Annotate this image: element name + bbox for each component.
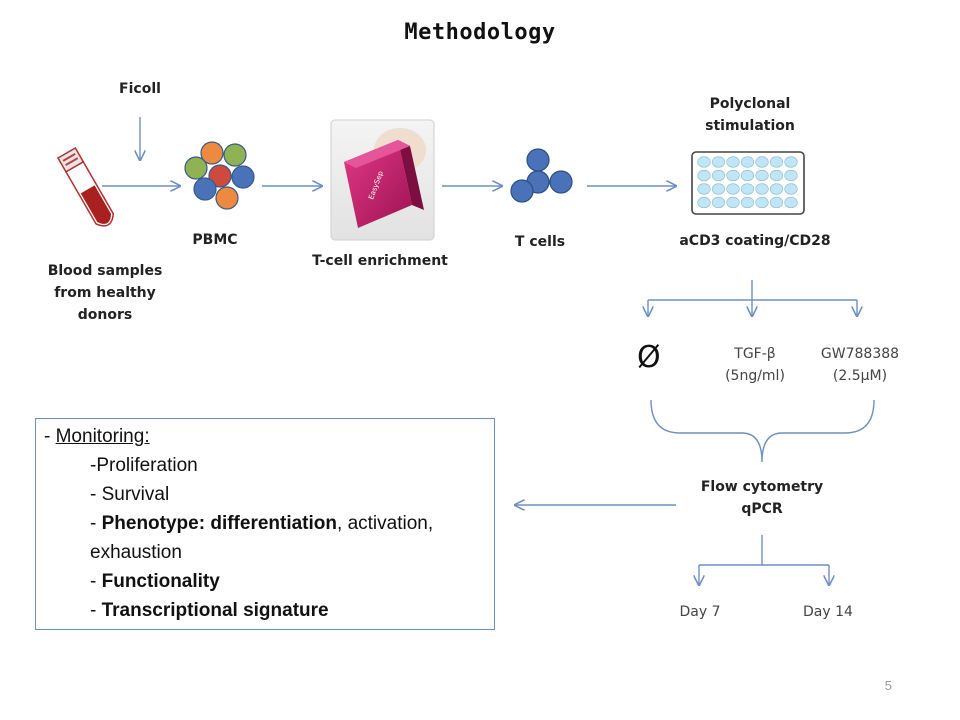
ficoll-label: Ficoll bbox=[119, 81, 161, 97]
item-proliferation: -Proliferation bbox=[90, 455, 198, 476]
plate-well bbox=[755, 183, 769, 195]
transcriptional-prefix: - bbox=[90, 600, 102, 621]
plate-well bbox=[726, 196, 740, 209]
plate-well bbox=[711, 156, 726, 168]
item-phenotype: - Phenotype: differentiation, activation… bbox=[90, 510, 433, 539]
tgf-line-1: TGF-β bbox=[734, 346, 776, 362]
blood-tube-icon bbox=[56, 146, 115, 227]
flow-cytometry-label: Flow cytometry qPCR bbox=[680, 476, 844, 520]
tgf-line-2: (5ng/ml) bbox=[725, 368, 785, 384]
plate-well bbox=[697, 196, 711, 209]
monitoring-heading: Monitoring: bbox=[55, 426, 150, 447]
plate-well bbox=[726, 169, 740, 182]
monitoring-heading-row: - Monitoring: bbox=[44, 423, 150, 452]
blood-samples-label: Blood samples from healthy donors bbox=[30, 260, 180, 326]
plate-well bbox=[697, 156, 711, 168]
plate-well bbox=[697, 169, 711, 182]
plate-well bbox=[784, 183, 798, 195]
plate-well bbox=[769, 196, 784, 209]
plate-well bbox=[740, 196, 755, 209]
monitoring-box: - Monitoring: -Proliferation - Survival … bbox=[35, 418, 495, 630]
plate-well bbox=[755, 156, 769, 168]
blood-label-line-3: donors bbox=[77, 307, 133, 323]
blood-label-line-1: Blood samples bbox=[47, 263, 163, 279]
gw-line-2: (2.5µM) bbox=[832, 368, 888, 384]
functionality-bold: Functionality bbox=[101, 571, 220, 592]
polyclonal-stimulation-label: Polyclonal stimulation bbox=[670, 93, 830, 137]
item-phenotype-cont: exhaustion bbox=[90, 542, 182, 563]
phenotype-prefix: - bbox=[90, 513, 102, 534]
tcells-icon bbox=[510, 148, 573, 203]
plate-well bbox=[784, 196, 798, 209]
day14-label: Day 14 bbox=[803, 604, 853, 620]
plate-well bbox=[697, 183, 711, 195]
item-functionality: - Functionality bbox=[90, 568, 220, 597]
tcell-enrichment-label: T-cell enrichment bbox=[312, 253, 448, 269]
polyclonal-line-1: Polyclonal bbox=[709, 96, 791, 112]
plate-well bbox=[726, 183, 740, 195]
page-number: 5 bbox=[884, 678, 892, 693]
day-branch bbox=[699, 535, 829, 585]
plate-well bbox=[726, 156, 740, 168]
gw-label: GW788388 (2.5µM) bbox=[805, 343, 915, 387]
flow-line-1: Flow cytometry bbox=[700, 479, 824, 495]
polyclonal-line-2: stimulation bbox=[705, 118, 795, 134]
monitoring-dash: - bbox=[44, 426, 56, 447]
item-transcriptional: - Transcriptional signature bbox=[90, 597, 329, 626]
transcriptional-bold: Transcriptional signature bbox=[101, 600, 329, 621]
plate-well bbox=[769, 183, 784, 195]
plate-well bbox=[769, 156, 784, 168]
plate-well bbox=[784, 169, 798, 182]
flow-line-2: qPCR bbox=[741, 501, 783, 517]
plate-well bbox=[711, 196, 726, 209]
gw-line-1: GW788388 bbox=[820, 346, 900, 362]
plate-well bbox=[769, 169, 784, 182]
functionality-prefix: - bbox=[90, 571, 102, 592]
pbmc-label: PBMC bbox=[192, 232, 238, 248]
plate-well bbox=[755, 169, 769, 182]
plate-well bbox=[740, 183, 755, 195]
item-survival: - Survival bbox=[90, 484, 170, 505]
pbmc-cells-icon bbox=[184, 141, 255, 210]
plate-well bbox=[755, 196, 769, 209]
blood-label-line-2: from healthy bbox=[54, 285, 156, 301]
easysep-device-image: EasySep bbox=[330, 119, 435, 241]
phenotype-bold: Phenotype: differentiation bbox=[101, 513, 338, 534]
tcells-label: T cells bbox=[514, 234, 566, 250]
page-title: Methodology bbox=[404, 20, 556, 45]
empty-set-symbol: Ø bbox=[637, 340, 661, 375]
plate-well bbox=[784, 156, 798, 168]
merge-brace bbox=[650, 399, 875, 463]
day7-label: Day 7 bbox=[679, 604, 721, 620]
tgf-label: TGF-β (5ng/ml) bbox=[715, 343, 795, 387]
plate-well bbox=[740, 169, 755, 182]
plate-well bbox=[740, 156, 755, 168]
acd3-label: aCD3 coating/CD28 bbox=[679, 233, 831, 249]
well-plate-icon bbox=[691, 151, 805, 215]
phenotype-rest: , activation, bbox=[337, 513, 434, 534]
stimulation-branch bbox=[648, 280, 857, 316]
plate-well bbox=[711, 183, 726, 195]
plate-well bbox=[711, 169, 726, 182]
